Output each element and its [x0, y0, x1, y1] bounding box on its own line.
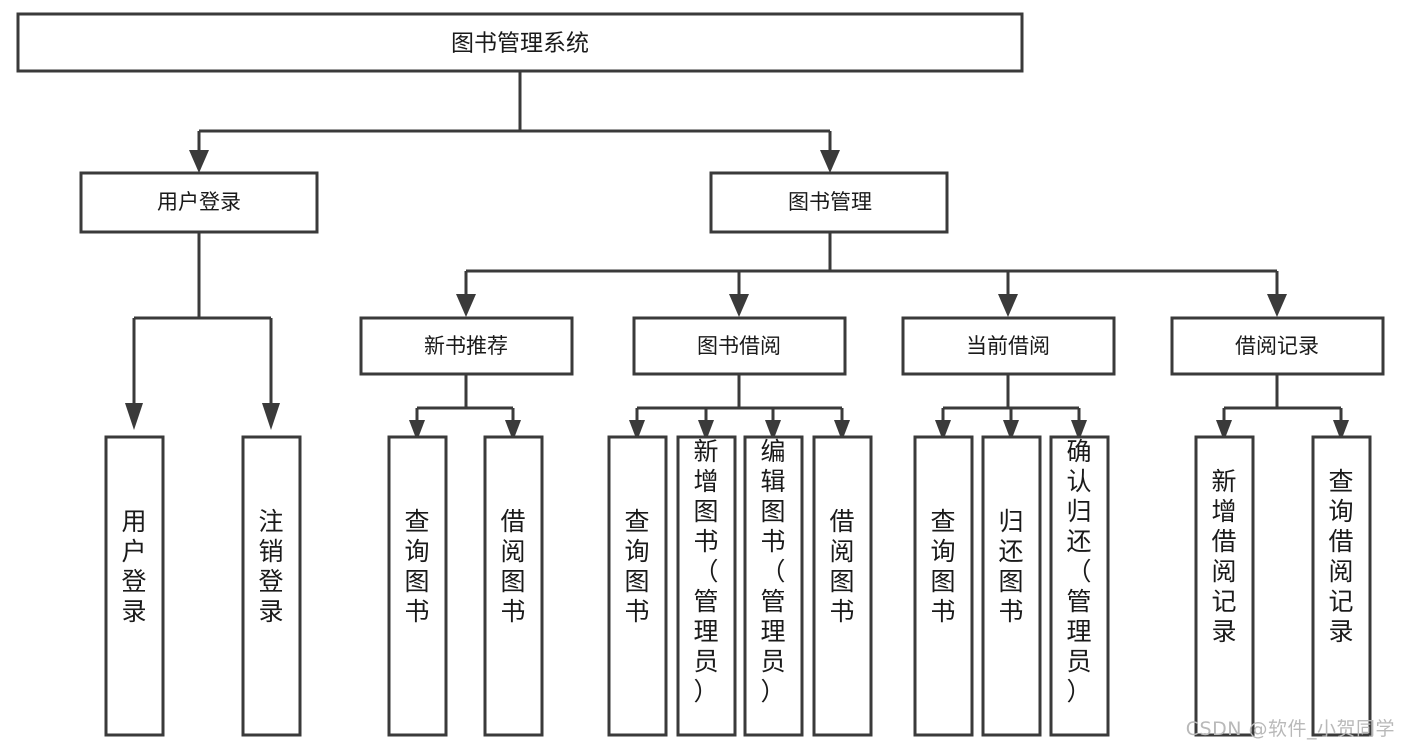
- leaf-book-borrow-2-label: 新增图书（管理员）: [693, 437, 718, 706]
- arrowhead-user-login: [189, 150, 209, 173]
- arrowhead-nb-leaf2: [505, 420, 521, 441]
- leaf-book-borrow-3-label: 编辑图书（管理员）: [760, 437, 785, 706]
- node-user-login-box[interactable]: [79, 171, 319, 234]
- arrowhead-cb-leaf3: [1071, 420, 1087, 441]
- node-root-label: 图书管理系统: [451, 31, 589, 57]
- leaf-book-borrow-1-box[interactable]: [607, 435, 668, 737]
- arrowhead-bw-leaf2: [698, 420, 714, 441]
- leaf-new-book-2[interactable]: 借阅图书: [483, 435, 544, 737]
- leaf-book-borrow-3-box[interactable]: [743, 435, 804, 737]
- node-root[interactable]: 图书管理系统: [16, 12, 1024, 73]
- leaf-current-borrow-3-box[interactable]: [1049, 435, 1110, 737]
- arrowhead-bw-leaf3: [765, 420, 781, 441]
- leaf-book-borrow-2-box[interactable]: [676, 435, 737, 737]
- leaf-book-borrow-4[interactable]: 借阅图书: [812, 435, 873, 737]
- node-new-book-recommend[interactable]: 新书推荐: [359, 316, 574, 376]
- leaf-current-borrow-1[interactable]: 查询图书: [913, 435, 974, 737]
- arrowhead-bw-leaf1: [629, 420, 645, 441]
- node-current-borrow-label: 当前借阅: [966, 334, 1050, 358]
- arrowhead-record: [1267, 294, 1287, 317]
- node-book-borrow-label: 图书借阅: [697, 334, 781, 358]
- node-book-borrow[interactable]: 图书借阅: [632, 316, 847, 376]
- leaf-current-borrow-3[interactable]: 确认归还（管理员）: [1049, 435, 1110, 737]
- arrowhead-br-leaf1: [1216, 420, 1232, 441]
- arrowhead-bw-leaf4: [834, 420, 850, 441]
- node-book-manage-box[interactable]: [709, 171, 949, 234]
- leaf-current-borrow-2-label: 归还图书: [998, 507, 1023, 626]
- leaf-book-borrow-3[interactable]: 编辑图书（管理员）: [743, 435, 804, 737]
- leaf-borrow-record-2-box[interactable]: [1311, 435, 1372, 737]
- leaf-user-login-1-box[interactable]: [104, 435, 165, 737]
- arrowhead-nb-leaf1: [409, 420, 425, 441]
- leaf-user-login-2[interactable]: 注销登录: [241, 435, 302, 737]
- leaf-new-book-2-box[interactable]: [483, 435, 544, 737]
- connector-layer: [125, 71, 1349, 441]
- leaf-borrow-record-2[interactable]: 查询借阅记录: [1311, 435, 1372, 737]
- node-current-borrow[interactable]: 当前借阅: [901, 316, 1116, 376]
- node-borrow-record-label: 借阅记录: [1235, 334, 1319, 358]
- leaf-book-borrow-1-label: 查询图书: [624, 507, 649, 626]
- leaf-borrow-record-2-label: 查询借阅记录: [1328, 467, 1353, 646]
- leaf-borrow-record-1[interactable]: 新增借阅记录: [1194, 435, 1255, 737]
- leaf-book-borrow-1[interactable]: 查询图书: [607, 435, 668, 737]
- node-new-book-recommend-label: 新书推荐: [424, 334, 508, 358]
- leaf-borrow-record-1-label: 新增借阅记录: [1211, 467, 1236, 646]
- leaf-book-borrow-4-label: 借阅图书: [829, 507, 854, 626]
- leaf-current-borrow-1-label: 查询图书: [930, 507, 955, 626]
- node-borrow-record-box[interactable]: [1170, 316, 1385, 376]
- node-book-manage[interactable]: 图书管理: [709, 171, 949, 234]
- arrowhead-br-leaf2: [1333, 420, 1349, 441]
- node-book-borrow-box[interactable]: [632, 316, 847, 376]
- node-user-login[interactable]: 用户登录: [79, 171, 319, 234]
- leaf-current-borrow-3-label: 确认归还（管理员）: [1066, 437, 1091, 706]
- node-book-manage-label: 图书管理: [788, 190, 872, 214]
- arrowhead-cb-leaf2: [1003, 420, 1019, 441]
- leaf-new-book-1-box[interactable]: [387, 435, 448, 737]
- leaf-user-login-2-label: 注销登录: [258, 507, 283, 626]
- arrowhead-leaf-user-login: [125, 403, 143, 430]
- leaf-current-borrow-1-box[interactable]: [913, 435, 974, 737]
- arrowhead-leaf-logout: [262, 403, 280, 430]
- leaf-current-borrow-2[interactable]: 归还图书: [981, 435, 1042, 737]
- arrowhead-book-manage: [820, 150, 840, 173]
- leaf-user-login-1-label: 用户登录: [121, 507, 146, 626]
- leaf-current-borrow-2-box[interactable]: [981, 435, 1042, 737]
- leaf-new-book-2-label: 借阅图书: [500, 507, 525, 626]
- leaf-user-login-2-box[interactable]: [241, 435, 302, 737]
- leaf-book-borrow-2[interactable]: 新增图书（管理员）: [676, 435, 737, 737]
- leaf-new-book-1-label: 查询图书: [404, 507, 429, 626]
- leaf-borrow-record-1-box[interactable]: [1194, 435, 1255, 737]
- arrowhead-borrow: [729, 294, 749, 317]
- leaf-new-book-1[interactable]: 查询图书: [387, 435, 448, 737]
- leaf-user-login-1[interactable]: 用户登录: [104, 435, 165, 737]
- leaf-book-borrow-4-box[interactable]: [812, 435, 873, 737]
- node-borrow-record[interactable]: 借阅记录: [1170, 316, 1385, 376]
- node-current-borrow-box[interactable]: [901, 316, 1116, 376]
- arrowhead-current: [998, 294, 1018, 317]
- arrowhead-cb-leaf1: [935, 420, 951, 441]
- node-root-box[interactable]: [16, 12, 1024, 73]
- node-new-book-recommend-box[interactable]: [359, 316, 574, 376]
- node-user-login-label: 用户登录: [157, 190, 241, 214]
- arrowhead-newbook: [456, 294, 476, 317]
